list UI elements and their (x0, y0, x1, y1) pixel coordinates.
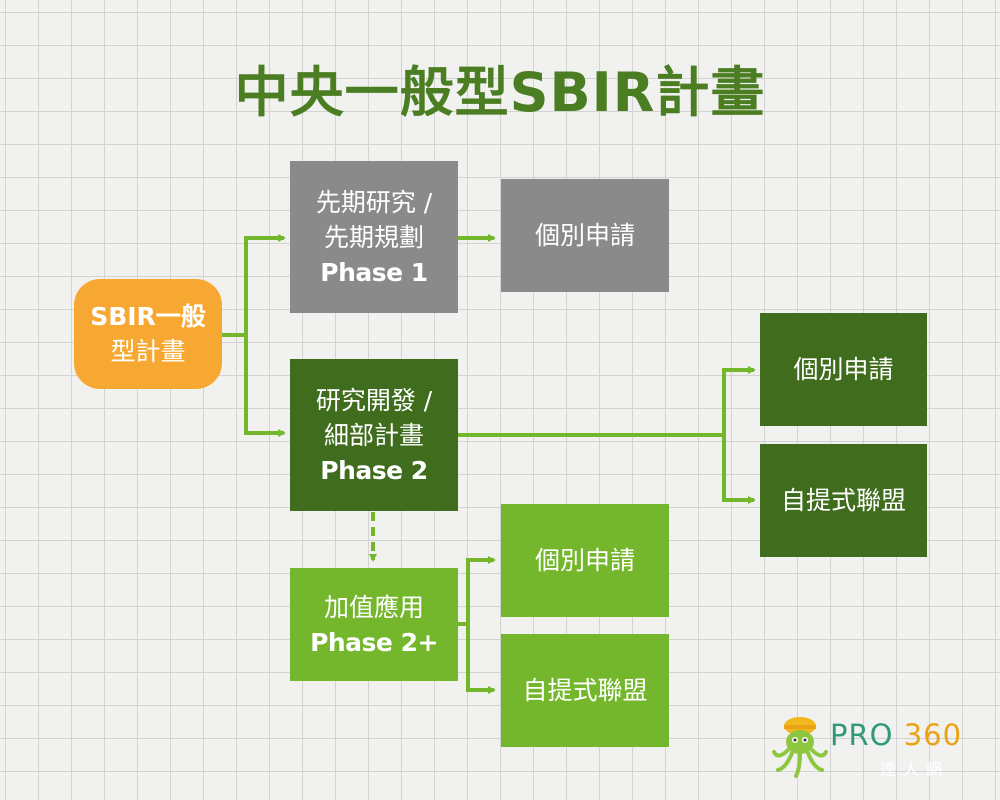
root-line1: SBIR一般 (90, 302, 206, 331)
octopus-mascot-icon (772, 717, 828, 778)
phase2-individual-label: 個別申請 (793, 355, 894, 384)
connector-root-to-phase2 (244, 335, 286, 437)
phase2-individual-node: 個別申請 (760, 313, 927, 426)
connector-phase2-to-individual (722, 366, 756, 435)
phase1-individual-label: 個別申請 (534, 221, 635, 250)
connector-phase2plus-to-alliance (466, 624, 496, 694)
phase1-line2: 先期規劃 (323, 222, 424, 252)
connector-phase2-to-alliance (722, 435, 756, 504)
root-line2: 型計畫 (110, 337, 186, 366)
phase2plus-line1: 加值應用 (323, 592, 424, 622)
phase1-node: 先期研究 / 先期規劃 Phase 1 (290, 161, 458, 313)
phase2plus-individual-node: 個別申請 (501, 504, 669, 617)
phase2-node: 研究開發 / 細部計畫 Phase 2 (290, 359, 458, 511)
root-node: SBIR一般 型計畫 (74, 279, 222, 389)
phase2plus-individual-label: 個別申請 (534, 546, 635, 575)
page-title: 中央一般型SBIR計畫 (234, 61, 766, 124)
phase2-alliance-label: 自提式聯盟 (780, 486, 906, 515)
phase2-label: Phase 2 (320, 455, 428, 485)
pro360-logo: PRO 360 達人網 (770, 712, 970, 782)
logo-wordmark: PRO 360 (830, 718, 962, 752)
phase2plus-label: Phase 2+ (310, 627, 438, 657)
connector-phase2plus-to-individual (458, 556, 496, 626)
phase1-label: Phase 1 (320, 257, 428, 287)
phase2-line2: 細部計畫 (323, 420, 424, 450)
phase1-line1: 先期研究 / (315, 187, 433, 217)
logo-number: 360 (903, 718, 963, 752)
logo-brand: PRO (830, 718, 894, 752)
phase2plus-alliance-label: 自提式聯盟 (522, 676, 648, 705)
phase1-individual-node: 個別申請 (501, 179, 669, 292)
phase2-alliance-node: 自提式聯盟 (760, 444, 927, 557)
phase2plus-node: 加值應用 Phase 2+ (290, 568, 458, 681)
phase2-line1: 研究開發 / (315, 385, 433, 415)
phase2plus-alliance-node: 自提式聯盟 (501, 634, 669, 747)
logo-subtitle: 達人網 (880, 760, 950, 779)
connector-root-to-phase1 (244, 234, 286, 335)
